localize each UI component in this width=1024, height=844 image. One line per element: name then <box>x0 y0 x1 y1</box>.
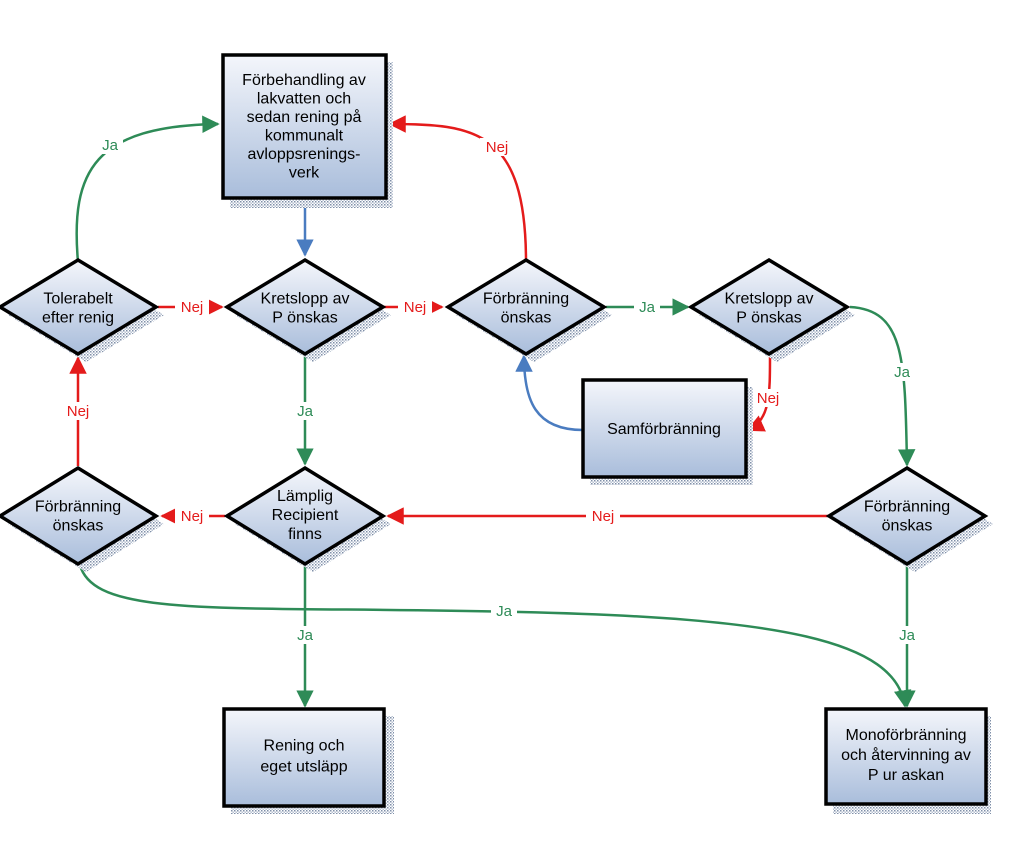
incineration-decision-right: Förbränning önskas <box>825 465 993 572</box>
svg-text:Ja: Ja <box>102 137 119 154</box>
tolerable-text-line: Tolerabelt <box>43 291 113 308</box>
pretreatment-text-line: Förbehandling av <box>242 72 366 89</box>
edge-label-yes: Ja <box>97 136 123 154</box>
edge-label-yes: Ja <box>634 298 660 316</box>
svg-text:Ja: Ja <box>899 627 916 644</box>
edge-label-yes: Ja <box>292 402 318 420</box>
pretreatment-text-line: kommunalt <box>265 127 344 144</box>
edge-tolerable-to-pretreatment <box>75 115 220 263</box>
svg-text:Nej: Nej <box>181 299 204 316</box>
pretreatment-text-line: avloppsrenings- <box>248 146 361 163</box>
edge-label-no: Nej <box>61 402 95 420</box>
edge-label-yes: Ja <box>491 602 517 620</box>
incineration-right-text-line: önskas <box>882 518 933 535</box>
svg-text:Nej: Nej <box>486 139 509 156</box>
edge-incineration-left-to-mono <box>78 564 912 708</box>
edge-label-no: Nej <box>751 389 785 407</box>
pretreatment-text-line: verk <box>289 164 320 181</box>
suitable-recipient-text-line: finns <box>288 526 322 543</box>
edge-co-incineration-to-incineration1 <box>515 354 584 432</box>
mono-incineration-text-line: P ur askan <box>868 767 944 784</box>
edge-label-no: Nej <box>175 298 209 316</box>
incineration-1-text-line: önskas <box>501 310 552 327</box>
own-discharge-text-line: Rening och <box>264 738 345 755</box>
edge-label-yes: Ja <box>292 626 318 644</box>
recycle-p-decision-2: Kretslopp av P önskas <box>687 257 855 362</box>
recycle-p-2-text-line: P önskas <box>736 310 802 327</box>
svg-text:Nej: Nej <box>757 390 780 407</box>
svg-text:Ja: Ja <box>894 364 911 381</box>
edge-label-no: Nej <box>175 507 209 525</box>
recycle-p-1-text-line: Kretslopp av <box>261 291 350 308</box>
mono-incineration-text-line: Monoförbränning <box>846 727 967 744</box>
edge-recycle2-to-incineration-right <box>849 305 916 467</box>
suitable-recipient-text-line: Recipient <box>272 507 339 524</box>
edge-label-no: Nej <box>586 507 620 525</box>
mono-incineration-box: Monoförbränning och återvinning av P ur as… <box>824 707 991 814</box>
svg-text:Nej: Nej <box>181 508 204 525</box>
edge-label-no: Nej <box>480 138 514 156</box>
mono-incineration-text-line: och återvinning av <box>841 746 971 764</box>
suitable-recipient-text-line: Lämplig <box>277 488 333 505</box>
svg-text:Ja: Ja <box>297 403 314 420</box>
own-discharge-box: Rening och eget utsläpp <box>222 707 394 814</box>
incineration-left-text-line: önskas <box>53 518 104 535</box>
incineration-decision-left: Förbränning önskas <box>0 465 164 572</box>
own-discharge-text-line: eget utsläpp <box>260 759 347 776</box>
incineration-decision-1: Förbränning önskas <box>444 257 612 362</box>
co-incineration-box: Samförbränning <box>581 378 753 485</box>
edge-label-no: Nej <box>398 298 432 316</box>
recycle-p-1-text-line: P önskas <box>272 310 338 327</box>
edge-label-yes: Ja <box>894 626 920 644</box>
tolerable-decision: Tolerabelt efter renig <box>0 257 164 362</box>
incineration-right-text-line: Förbränning <box>864 499 950 516</box>
svg-text:Nej: Nej <box>67 403 90 420</box>
svg-text:Nej: Nej <box>592 508 615 525</box>
svg-text:Nej: Nej <box>404 299 427 316</box>
tolerable-text-line: efter renig <box>42 310 114 327</box>
svg-text:Samförbränning: Samförbränning <box>607 421 721 438</box>
recycle-p-2-text-line: Kretslopp av <box>725 291 814 308</box>
edge-label-yes: Ja <box>889 363 915 381</box>
co-incineration-text-line: Samförbränning <box>607 421 721 438</box>
svg-text:Ja: Ja <box>496 603 513 620</box>
svg-text:Kretslopp avP önskas: Kretslopp av P önskas <box>261 291 350 327</box>
svg-text:Ja: Ja <box>297 627 314 644</box>
svg-text:Kretslopp avP önskas: Kretslopp av P önskas <box>725 291 814 327</box>
incineration-left-text-line: Förbränning <box>35 499 121 516</box>
svg-text:Ja: Ja <box>639 299 656 316</box>
pretreatment-text-line: sedan rening på <box>247 108 362 126</box>
pretreatment-text-line: lakvatten och <box>257 90 351 107</box>
recycle-p-decision-1: Kretslopp av P önskas <box>223 257 391 362</box>
incineration-1-text-line: Förbränning <box>483 291 569 308</box>
